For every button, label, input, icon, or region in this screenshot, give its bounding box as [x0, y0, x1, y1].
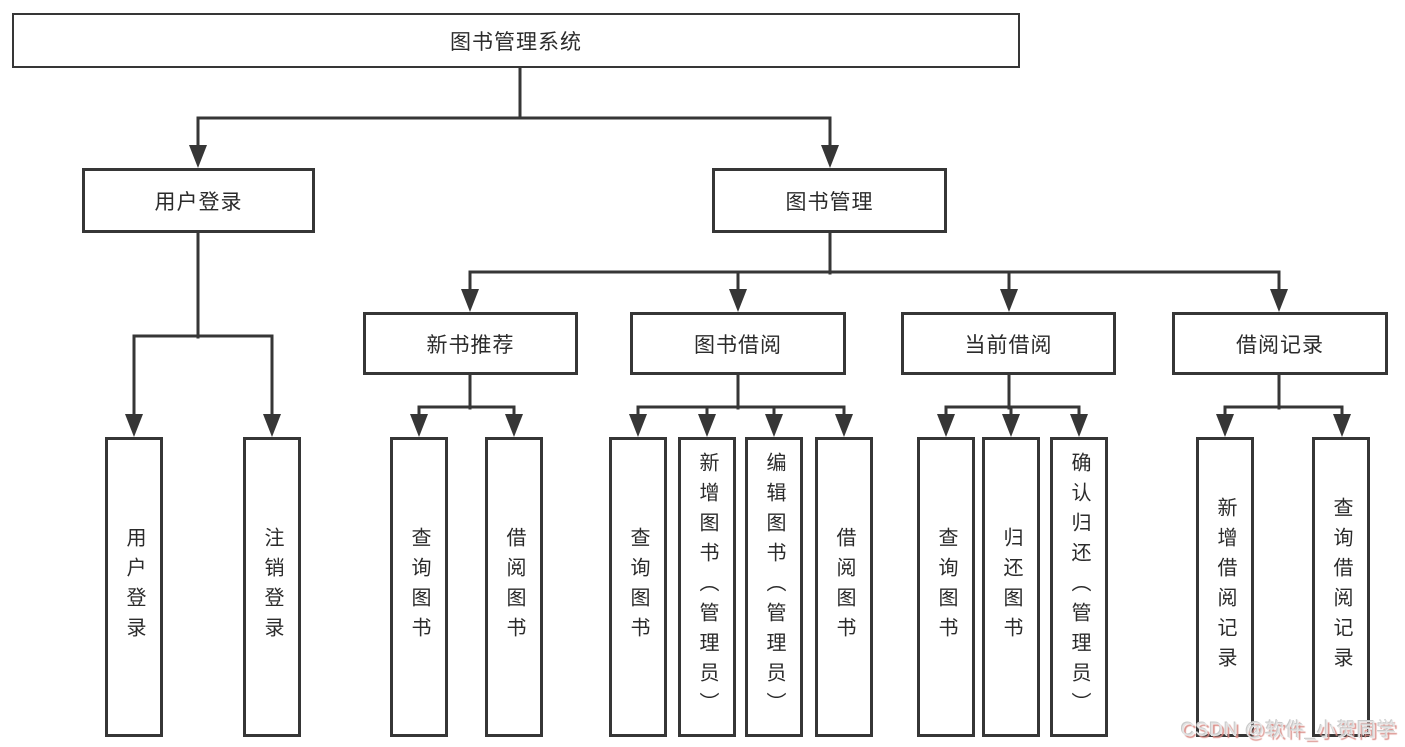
node-label: 用户登录: [154, 190, 243, 214]
node-borrowing-records: 借阅记录: [1172, 312, 1388, 375]
leaf-add-books-admin: 新增图书（管理员）: [678, 437, 736, 737]
node-label: 当前借阅: [964, 333, 1053, 357]
leaf-label: 借阅图书: [833, 527, 855, 647]
leaf-label: 查询图书: [627, 527, 649, 647]
leaf-return-books: 归还图书: [982, 437, 1040, 737]
leaf-query-borrow-record: 查询借阅记录: [1312, 437, 1370, 737]
leaf-query-books-current: 查询图书: [917, 437, 975, 737]
leaf-label: 归还图书: [1000, 527, 1022, 647]
leaf-label: 新增图书（管理员）: [696, 452, 718, 722]
leaf-label: 注销登录: [261, 527, 283, 647]
leaf-label: 查询图书: [935, 527, 957, 647]
leaf-confirm-return-admin: 确认归还（管理员）: [1050, 437, 1108, 737]
leaf-add-borrow-record: 新增借阅记录: [1196, 437, 1254, 737]
node-label: 图书借阅: [694, 333, 782, 357]
leaf-edit-books-admin: 编辑图书（管理员）: [745, 437, 803, 737]
leaf-borrow-books-borrowing: 借阅图书: [815, 437, 873, 737]
leaf-label: 确认归还（管理员）: [1068, 452, 1090, 722]
node-book-management: 图书管理: [712, 168, 947, 233]
node-label: 图书管理系统: [450, 30, 582, 54]
leaf-user-login: 用户登录: [105, 437, 163, 737]
node-label: 借阅记录: [1236, 333, 1324, 357]
node-label: 新书推荐: [426, 333, 515, 357]
leaf-label: 借阅图书: [503, 527, 525, 647]
leaf-query-books-recommend: 查询图书: [390, 437, 448, 737]
csdn-watermark: CSDN @软件_小贺同学: [1181, 720, 1397, 741]
node-library-system: 图书管理系统: [12, 13, 1020, 68]
arrowheads: [125, 145, 1351, 437]
leaf-label: 编辑图书（管理员）: [763, 452, 785, 722]
leaf-query-books-borrowing: 查询图书: [609, 437, 667, 737]
leaf-label: 查询借阅记录: [1330, 497, 1352, 677]
node-book-borrowing: 图书借阅: [630, 312, 846, 375]
node-new-book-recommend: 新书推荐: [363, 312, 578, 375]
node-current-borrowing: 当前借阅: [901, 312, 1116, 375]
leaf-logout: 注销登录: [243, 437, 301, 737]
leaf-label: 用户登录: [123, 527, 145, 647]
leaf-borrow-books-recommend: 借阅图书: [485, 437, 543, 737]
node-label: 图书管理: [785, 190, 874, 214]
leaf-label: 新增借阅记录: [1214, 497, 1236, 677]
leaf-label: 查询图书: [408, 527, 430, 647]
node-user-login-branch: 用户登录: [82, 168, 315, 233]
